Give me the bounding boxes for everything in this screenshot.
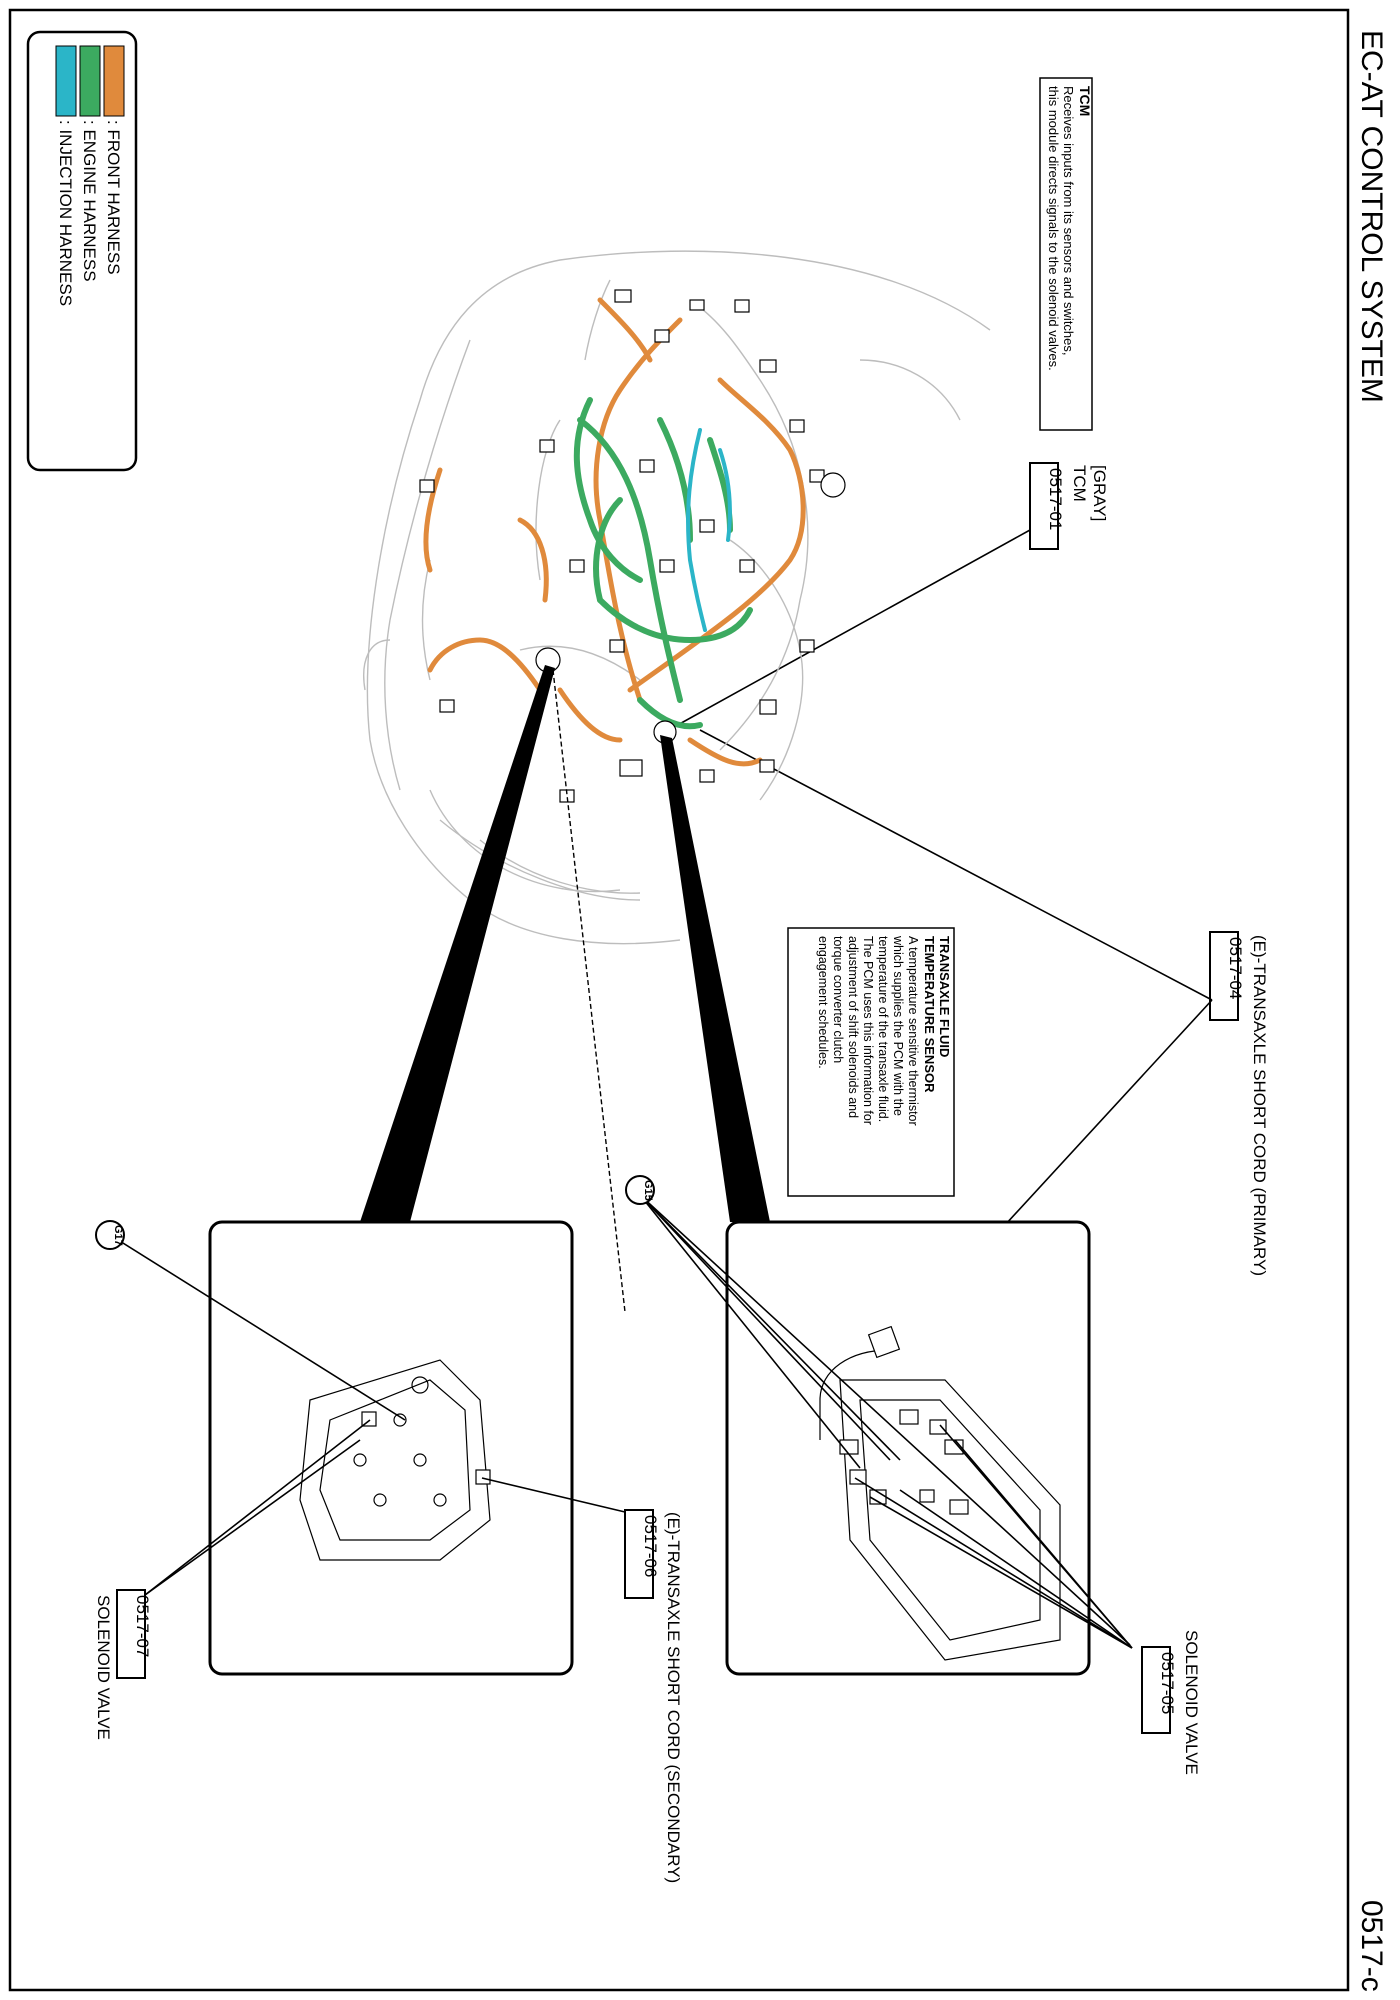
fluid-note-line-1: TRANSAXLE FLUID (937, 936, 952, 1057)
legend-swatch-injection (55, 45, 77, 117)
fluid-note-line-5: temperature of the transaxle fluid. (876, 936, 890, 1122)
short-cord-primary-label: (E)-TRANSAXLE SHORT CORD (PRIMARY) (1250, 935, 1269, 1276)
page-title: EC-AT CONTROL SYSTEM (1355, 30, 1388, 403)
tcm-note-line-1: Receives inputs from its sensors and swi… (1061, 86, 1076, 356)
fluid-note-line-2: TEMPERATURE SENSOR (922, 936, 937, 1093)
legend-swatch-front (103, 45, 125, 117)
solenoid-05-label: SOLENOID VALVE (1182, 1630, 1201, 1775)
injection-harness (686, 428, 732, 632)
tcm-callout-gray: [GRAY] (1090, 465, 1109, 521)
fluid-sensor-note: TRANSAXLE FLUID TEMPERATURE SENSOR A tem… (787, 927, 955, 1197)
page-frame (8, 8, 1350, 1992)
detail-box-secondary (114, 1220, 626, 1676)
fluid-note-line-9: engagement schedules. (816, 936, 830, 1069)
tcm-callout-code: 0517-01 (1046, 468, 1065, 530)
callout-short-cord-primary: (E)-TRANSAXLE SHORT CORD (PRIMARY) 0517-… (699, 729, 1269, 1351)
fluid-note-line-8: torque converter clutch (831, 936, 845, 1063)
short-cord-primary-code: 0517-04 (1226, 937, 1245, 999)
callout-short-cord-secondary: (E)-TRANSAXLE SHORT CORD (SECONDARY) 051… (624, 1509, 683, 1883)
ground-g17-label: G17 (112, 1225, 124, 1246)
fluid-note-line-3: A temperature sensitive thermistor (906, 936, 920, 1126)
fluid-note-line-6: The PCM uses this information for (861, 936, 875, 1125)
callout-solenoid-05: SOLENOID VALVE 0517-05 (1141, 1630, 1201, 1775)
engine-harness (573, 397, 753, 730)
tcm-note-line-2: this module directs signals to the solen… (1046, 86, 1061, 371)
callout-solenoid-07: 0517-07 SOLENOID VALVE (94, 1589, 152, 1740)
short-cord-secondary-code: 0517-06 (641, 1515, 660, 1577)
front-harness (423, 297, 806, 767)
legend-label-engine: : ENGINE HARNESS (80, 120, 99, 282)
ground-g15-label: G15 (642, 1180, 654, 1201)
tcm-note: TCM Receives inputs from its sensors and… (1039, 77, 1093, 431)
solenoid-05-code: 0517-05 (1158, 1652, 1177, 1714)
detail-box-primary (639, 1194, 1133, 1676)
legend-swatch-engine (79, 45, 101, 117)
legend-swatches (55, 45, 125, 117)
fluid-note-line-4: which supplies the PCM with the (891, 935, 905, 1116)
tcm-note-title: TCM (1077, 86, 1093, 116)
solenoid-07-code: 0517-07 (133, 1595, 152, 1657)
callout-tcm: [GRAY] TCM 0517-01 (664, 462, 1109, 733)
ground-mark-g15: G15 (625, 1175, 655, 1205)
legend: : FRONT HARNESS : ENGINE HARNESS : INJEC… (26, 30, 138, 472)
legend-label-front: : FRONT HARNESS (104, 120, 123, 275)
ground-mark-g17: G17 (95, 1220, 125, 1250)
short-cord-secondary-label: (E)-TRANSAXLE SHORT CORD (SECONDARY) (664, 1512, 683, 1883)
tcm-callout-name: TCM (1070, 465, 1089, 502)
vehicle-connectors (419, 289, 846, 803)
legend-label-injection: : INJECTION HARNESS (56, 120, 75, 306)
detail-pointers (360, 665, 770, 1313)
page-number: 0517-c (1355, 1900, 1388, 1992)
solenoid-07-label: SOLENOID VALVE (94, 1595, 113, 1740)
fluid-note-line-7: adjustment of shift solenoids and (846, 936, 860, 1118)
